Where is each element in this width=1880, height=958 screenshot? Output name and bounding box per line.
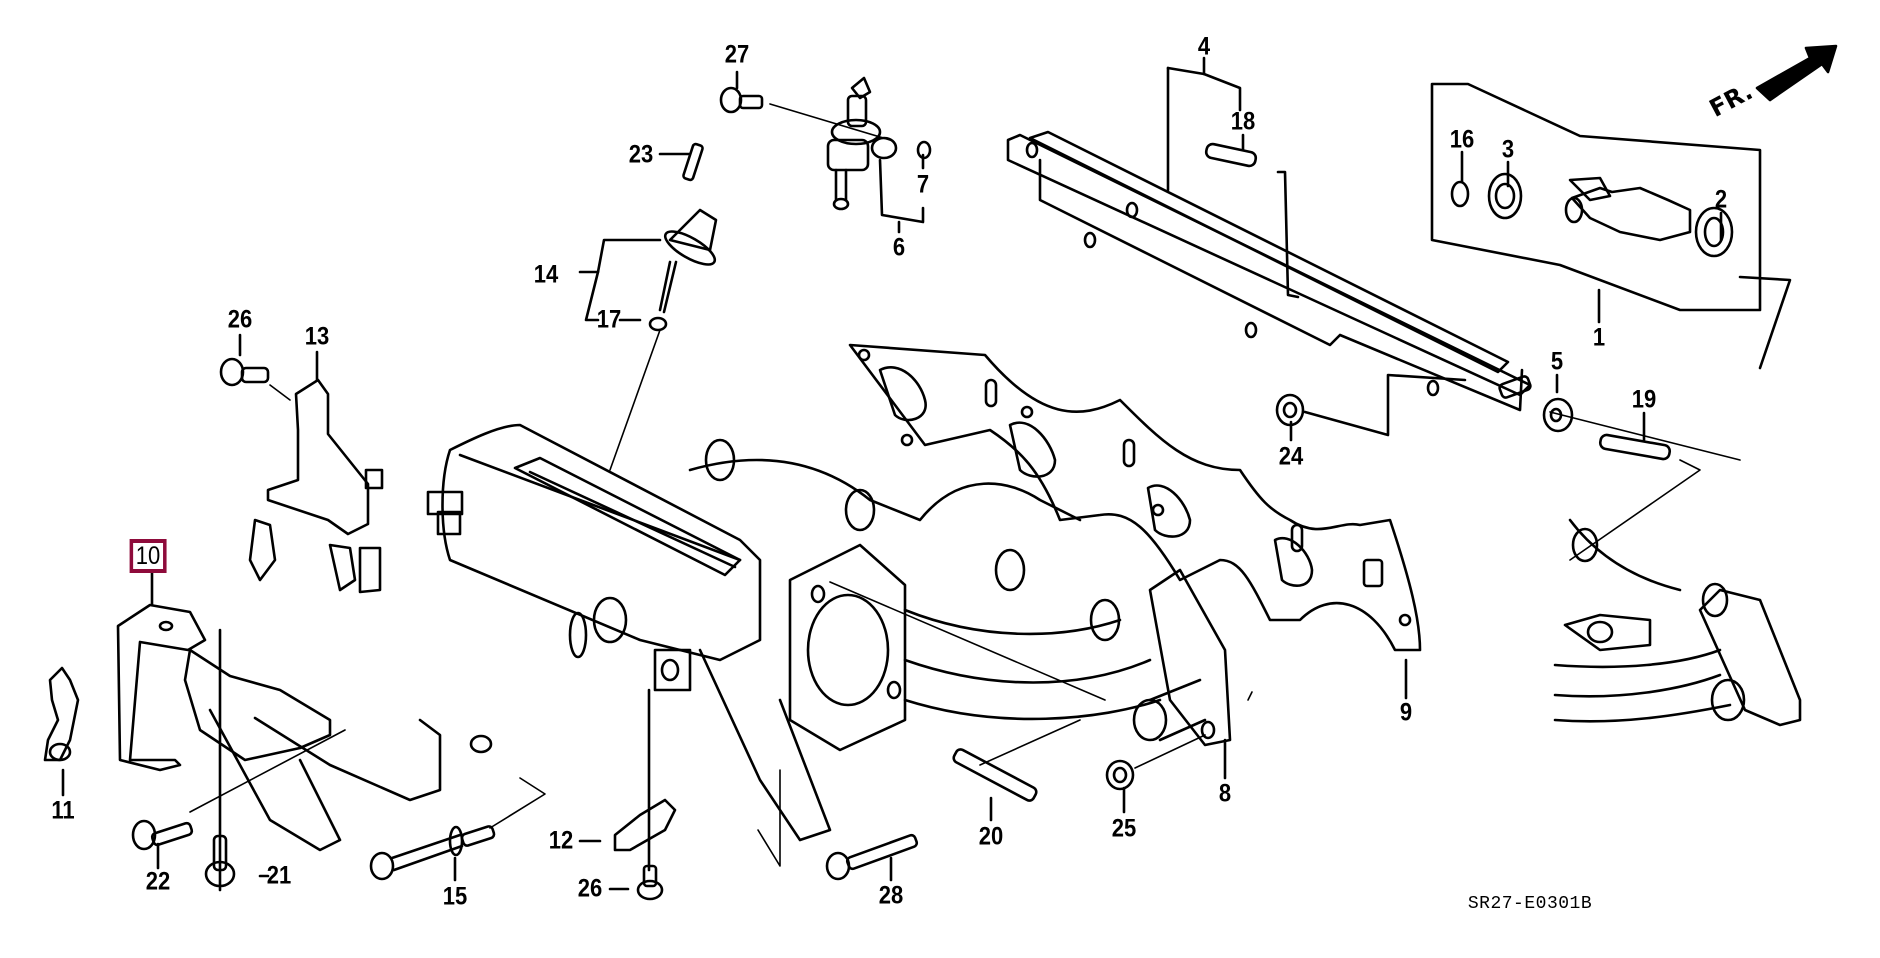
sensor-drawing — [648, 142, 718, 332]
callout-28[interactable]: 28 — [878, 881, 904, 910]
callout-7[interactable]: 7 — [916, 170, 930, 199]
callout-15[interactable]: 15 — [442, 882, 468, 911]
callout-21[interactable]: 21 — [266, 861, 292, 890]
callout-13[interactable]: 13 — [304, 322, 330, 351]
manifold-detail-drawing — [1553, 518, 1802, 727]
callout-19[interactable]: 19 — [1631, 385, 1657, 414]
callout-4[interactable]: 4 — [1197, 32, 1211, 61]
callout-26-upper[interactable]: 26 — [227, 305, 253, 334]
intake-gasket-drawing — [848, 343, 1422, 652]
callout-9[interactable]: 9 — [1399, 698, 1413, 727]
front-arrow-icon — [1755, 44, 1838, 102]
callout-18[interactable]: 18 — [1230, 107, 1256, 136]
callout-14[interactable]: 14 — [533, 260, 559, 289]
callout-11[interactable]: 11 — [51, 796, 75, 825]
fuel-injector-drawing — [1450, 172, 1734, 258]
callout-20[interactable]: 20 — [978, 822, 1004, 851]
callout-3[interactable]: 3 — [1501, 135, 1515, 164]
callout-17[interactable]: 17 — [596, 305, 622, 334]
callout-26-lower[interactable]: 26 — [577, 874, 603, 903]
callout-6[interactable]: 6 — [892, 233, 906, 262]
callout-12[interactable]: 12 — [548, 826, 574, 855]
callout-22[interactable]: 22 — [145, 867, 171, 896]
callout-16[interactable]: 16 — [1449, 125, 1475, 154]
callout-2[interactable]: 2 — [1714, 185, 1728, 214]
callout-10-selected[interactable]: 10 — [129, 539, 167, 573]
fasteners-drawing — [131, 748, 1135, 901]
callout-8[interactable]: 8 — [1218, 779, 1232, 808]
callout-27[interactable]: 27 — [724, 40, 750, 69]
callout-24[interactable]: 24 — [1278, 442, 1304, 471]
callout-23[interactable]: 23 — [628, 140, 654, 169]
intake-manifold-drawing — [426, 423, 1232, 842]
callout-1[interactable]: 1 — [1592, 323, 1606, 352]
fuel-rail-drawing — [1006, 130, 1672, 461]
bracket-13-drawing — [219, 357, 384, 536]
pressure-regulator-drawing — [719, 76, 932, 211]
callout-25[interactable]: 25 — [1111, 814, 1137, 843]
drawing-code: SR27-E0301B — [1467, 894, 1593, 914]
bracket-10-drawing — [43, 518, 493, 852]
callout-5[interactable]: 5 — [1550, 347, 1564, 376]
